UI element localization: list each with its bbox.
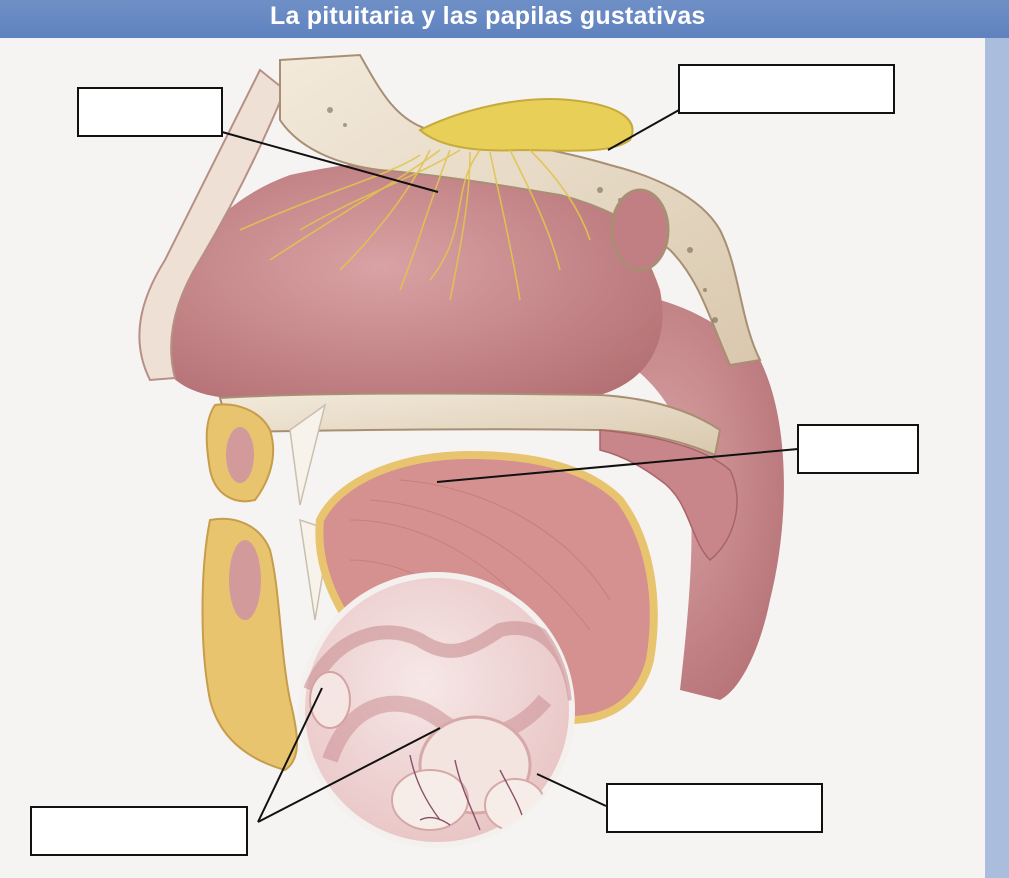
label-box-tongue[interactable] xyxy=(797,424,919,474)
label-box-olfactory-fibers[interactable] xyxy=(77,87,223,137)
leader-papillae-2 xyxy=(258,728,440,822)
label-box-taste-bud[interactable] xyxy=(606,783,823,833)
leader-papillae-1 xyxy=(258,688,322,822)
leader-tongue xyxy=(437,449,798,482)
label-box-papillae[interactable] xyxy=(30,806,248,856)
leader-olfactory-fibers xyxy=(222,132,438,192)
leader-taste-bud xyxy=(537,774,606,806)
leader-olfactory-bulb xyxy=(608,110,679,150)
label-box-olfactory-bulb[interactable] xyxy=(678,64,895,114)
